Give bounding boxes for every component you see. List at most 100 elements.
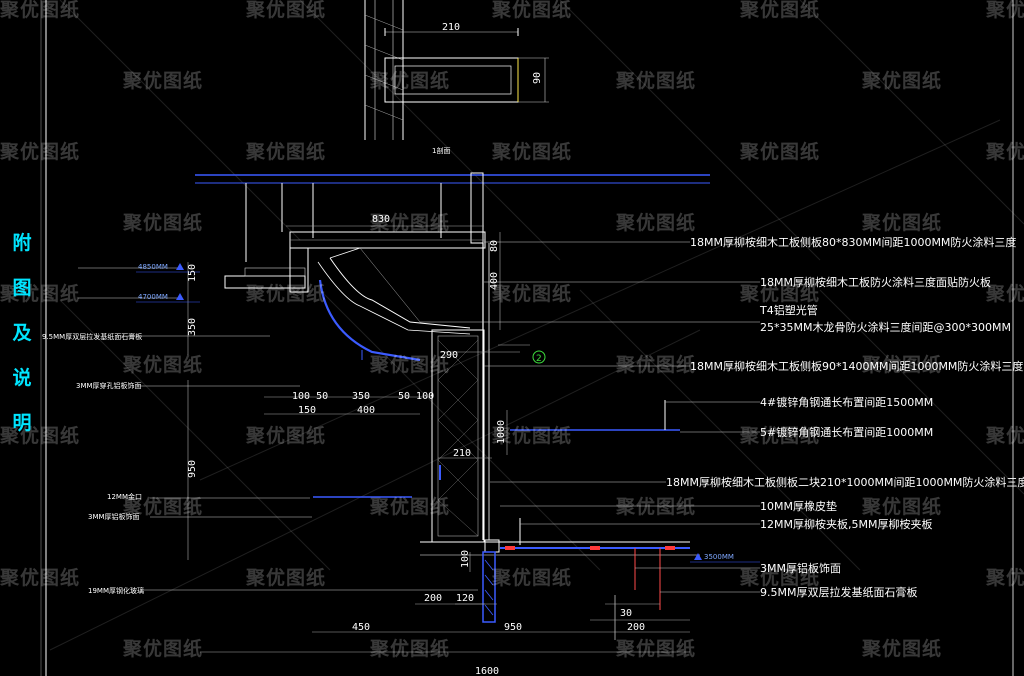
- svg-text:聚优图纸: 聚优图纸: [245, 566, 326, 589]
- svg-text:聚优图纸: 聚优图纸: [0, 140, 80, 163]
- left-note: 3MM厚穿孔铝板饰面: [76, 381, 142, 390]
- grid-bubble-label: 2: [536, 354, 542, 364]
- dim-80: 80: [489, 240, 500, 252]
- annotation: 12MM厚柳桉夹板,5MM厚柳桉夹板: [760, 517, 932, 531]
- top-detail: [364, 0, 549, 140]
- svg-text:聚优图纸: 聚优图纸: [985, 566, 1024, 589]
- svg-text:聚优图纸: 聚优图纸: [739, 566, 820, 589]
- svg-text:聚优图纸: 聚优图纸: [122, 637, 203, 660]
- watermark-group: 聚优图纸 聚优图纸 聚优图纸 聚优图纸 聚优图纸 聚优图纸 聚优图纸 聚优图纸 …: [0, 0, 1024, 660]
- svg-text:聚优图纸: 聚优图纸: [861, 69, 942, 92]
- svg-text:聚优图纸: 聚优图纸: [0, 424, 80, 447]
- svg-text:聚优图纸: 聚优图纸: [122, 211, 203, 234]
- annotation: 25*35MM木龙骨防火涂料三度间距@300*300MM: [760, 320, 1011, 334]
- annotation: 18MM厚柳桉细木工板侧板80*830MM间距1000MM防火涂料三度: [690, 235, 1016, 249]
- svg-text:聚优图纸: 聚优图纸: [491, 566, 572, 589]
- svg-text:聚优图纸: 聚优图纸: [861, 495, 942, 518]
- annotation: 4#镀锌角钢通长布置间距1500MM: [760, 395, 933, 409]
- dim-450: 450: [352, 622, 370, 633]
- svg-text:聚优图纸: 聚优图纸: [491, 424, 572, 447]
- svg-text:聚优图纸: 聚优图纸: [739, 424, 820, 447]
- svg-text:聚优图纸: 聚优图纸: [245, 140, 326, 163]
- svg-text:聚优图纸: 聚优图纸: [615, 637, 696, 660]
- dim-400: 400: [489, 272, 500, 290]
- left-note: 12MM金口: [107, 492, 142, 501]
- svg-text:聚优图纸: 聚优图纸: [369, 495, 450, 518]
- dim-350: 350: [187, 318, 198, 336]
- svg-text:聚优图纸: 聚优图纸: [369, 211, 450, 234]
- dim-50-100: 50 100: [398, 391, 434, 402]
- top-dim-width: 210: [442, 22, 460, 33]
- left-note: 19MM厚钢化玻璃: [88, 586, 144, 595]
- annotation: T4铝塑光管: [759, 303, 818, 317]
- side-title: 附 图 及 说 明: [8, 228, 36, 435]
- left-note: 9.5MM厚双层拉发基纸面石膏板: [42, 332, 142, 341]
- svg-text:聚优图纸: 聚优图纸: [245, 282, 326, 305]
- svg-text:聚优图纸: 聚优图纸: [122, 353, 203, 376]
- dim-950b: 950: [504, 622, 522, 633]
- svg-text:聚优图纸: 聚优图纸: [369, 353, 450, 376]
- leader-lines: [78, 241, 760, 593]
- dim-290: 290: [440, 350, 458, 361]
- level-label: 4700MM: [138, 293, 168, 301]
- annotation: 18MM厚柳桉细木工板侧板90*1400MM间距1000MM防火涂料三度: [690, 359, 1023, 373]
- svg-text:聚优图纸: 聚优图纸: [122, 69, 203, 92]
- svg-text:聚优图纸: 聚优图纸: [369, 69, 450, 92]
- svg-text:聚优图纸: 聚优图纸: [985, 0, 1024, 21]
- svg-text:聚优图纸: 聚优图纸: [615, 69, 696, 92]
- dim-100: 100: [460, 550, 471, 568]
- svg-text:聚优图纸: 聚优图纸: [491, 0, 572, 21]
- svg-text:聚优图纸: 聚优图纸: [985, 282, 1024, 305]
- top-dim-height: 90: [532, 72, 543, 84]
- svg-text:聚优图纸: 聚优图纸: [985, 140, 1024, 163]
- annotation: 9.5MM厚双层拉发基纸面石膏板: [760, 585, 917, 599]
- svg-text:聚优图纸: 聚优图纸: [615, 495, 696, 518]
- dim-150b: 150: [298, 405, 316, 416]
- annotation: 3MM厚铝板饰面: [760, 561, 841, 575]
- svg-text:聚优图纸: 聚优图纸: [369, 637, 450, 660]
- dim-150: 150: [187, 264, 198, 282]
- svg-text:聚优图纸: 聚优图纸: [491, 140, 572, 163]
- svg-text:聚优图纸: 聚优图纸: [0, 282, 80, 305]
- detail-label: 1剖面: [432, 146, 450, 155]
- annotation: 5#镀锌角钢通长布置间距1000MM: [760, 425, 933, 439]
- svg-text:聚优图纸: 聚优图纸: [0, 0, 80, 21]
- dim-200: 200: [424, 593, 442, 604]
- svg-text:聚优图纸: 聚优图纸: [985, 424, 1024, 447]
- dim-350b: 350: [352, 391, 370, 402]
- grid-bubble: [532, 350, 546, 364]
- side-title-char: 明: [12, 412, 32, 434]
- dim-830: 830: [372, 214, 390, 225]
- side-title-char: 图: [12, 277, 32, 299]
- svg-text:聚优图纸: 聚优图纸: [861, 353, 942, 376]
- svg-text:聚优图纸: 聚优图纸: [245, 424, 326, 447]
- side-title-char: 及: [12, 322, 32, 344]
- dim-30: 30: [620, 608, 632, 619]
- svg-text:聚优图纸: 聚优图纸: [861, 637, 942, 660]
- dim-1600: 1600: [475, 666, 499, 676]
- dim-950: 950: [187, 460, 198, 478]
- level-label: 3500MM: [704, 553, 734, 561]
- svg-text:聚优图纸: 聚优图纸: [615, 211, 696, 234]
- svg-text:聚优图纸: 聚优图纸: [0, 566, 80, 589]
- svg-text:聚优图纸: 聚优图纸: [739, 282, 820, 305]
- dimension-lines: [187, 225, 690, 653]
- svg-text:聚优图纸: 聚优图纸: [122, 495, 203, 518]
- side-title-char: 说: [12, 367, 32, 389]
- dim-1000: 1000: [496, 420, 507, 444]
- svg-text:聚优图纸: 聚优图纸: [861, 211, 942, 234]
- watermark-lines: [49, 0, 1024, 651]
- side-title-char: 附: [12, 232, 32, 254]
- level-markers: [176, 263, 702, 560]
- main-section: [195, 172, 710, 640]
- annotation: 18MM厚柳桉细木工板防火涂料三度面贴防火板: [760, 275, 991, 289]
- dim-400b: 400: [357, 405, 375, 416]
- svg-text:聚优图纸: 聚优图纸: [739, 0, 820, 21]
- dim-100-50: 100 50: [292, 391, 328, 402]
- svg-text:聚优图纸: 聚优图纸: [615, 353, 696, 376]
- level-label: 4850MM: [138, 263, 168, 271]
- annotation: 10MM厚橡皮垫: [760, 499, 837, 513]
- dim-210: 210: [453, 448, 471, 459]
- dim-200b: 200: [627, 622, 645, 633]
